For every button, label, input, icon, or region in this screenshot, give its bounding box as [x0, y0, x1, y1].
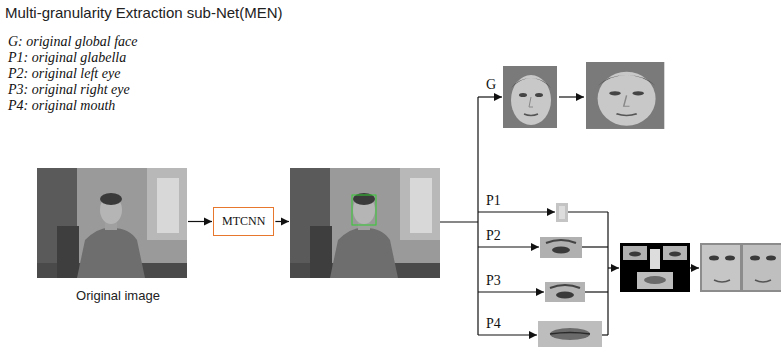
key-note: P2: original left eye — [8, 66, 120, 82]
illustration-part — [582, 246, 608, 247]
branch-label: P4 — [486, 316, 501, 332]
detected-photo — [290, 168, 440, 278]
illustration-part — [550, 285, 580, 288]
illustration-part — [550, 333, 590, 335]
aligned-face — [586, 62, 664, 129]
illustration-part — [540, 237, 582, 258]
illustration-part — [702, 245, 740, 290]
key-note: G: original global face — [8, 34, 138, 50]
illustration-part — [552, 247, 570, 254]
illustration-part — [478, 291, 544, 292]
arrow-line — [275, 221, 289, 222]
left-eye-crop — [540, 237, 582, 258]
diagram-title: Multi-granularity Extraction sub-Net(MEN… — [5, 4, 283, 21]
branch-label: P1 — [486, 193, 501, 209]
illustration-part — [755, 280, 771, 282]
illustration-part — [568, 211, 608, 212]
part-mosaic-output — [700, 243, 781, 292]
illustration-part — [623, 246, 647, 260]
node-text: Original image — [37, 288, 187, 303]
illustration-part — [550, 328, 590, 340]
illustration-part — [700, 243, 781, 292]
right-eye-crop — [545, 282, 585, 302]
illustration-part — [290, 168, 440, 278]
illustration-part — [440, 221, 478, 222]
illustration-part — [750, 256, 760, 261]
image-node: Original image — [37, 168, 187, 303]
illustration-part — [608, 267, 619, 268]
illustration-part — [585, 291, 608, 292]
branch-label: P2 — [486, 228, 501, 244]
illustration-part — [556, 292, 574, 299]
key-note: P4: original mouth — [8, 98, 115, 114]
illustration-part — [620, 243, 690, 292]
illustration-part — [478, 334, 537, 335]
illustration-part — [556, 203, 568, 222]
illustration-part — [503, 66, 557, 128]
illustration-part — [477, 97, 478, 335]
illustration-part — [743, 245, 781, 290]
illustration-part — [559, 96, 584, 97]
illustration-part — [663, 246, 687, 260]
illustration-part — [602, 334, 608, 335]
original-photo — [37, 168, 187, 278]
key-note: P1: original glabella — [8, 50, 126, 66]
illustration-part — [607, 212, 608, 335]
branch-label: G — [486, 77, 496, 93]
illustration-part — [714, 280, 730, 282]
illustration-part — [478, 246, 539, 247]
illustration-part — [37, 168, 187, 278]
illustration-part — [709, 256, 719, 261]
illustration-part — [478, 211, 555, 212]
part-mosaic — [620, 243, 690, 292]
illustration-part — [545, 282, 585, 302]
illustration-part — [766, 256, 776, 261]
illustration-part — [586, 62, 664, 129]
illustration-part — [725, 256, 735, 261]
illustration-part — [352, 195, 376, 225]
global-face — [503, 66, 557, 128]
illustration-part — [690, 267, 699, 268]
illustration-part — [538, 321, 602, 347]
node-text: MTCNN — [222, 214, 265, 229]
illustration-part — [669, 252, 681, 257]
branch-label: P3 — [486, 273, 501, 289]
process-box: MTCNN — [213, 207, 274, 236]
illustration-part — [559, 206, 565, 219]
illustration-part — [637, 272, 673, 289]
mouth-crop — [538, 321, 602, 347]
glabella-crop — [556, 203, 568, 222]
arrow-connector — [188, 221, 212, 222]
illustration-part — [546, 240, 576, 243]
illustration-part — [650, 249, 660, 269]
illustration-part — [629, 252, 641, 257]
illustration-part — [644, 276, 666, 284]
key-note: P3: original right eye — [8, 82, 130, 98]
branch-lines — [440, 97, 699, 335]
illustration-part — [478, 96, 502, 97]
